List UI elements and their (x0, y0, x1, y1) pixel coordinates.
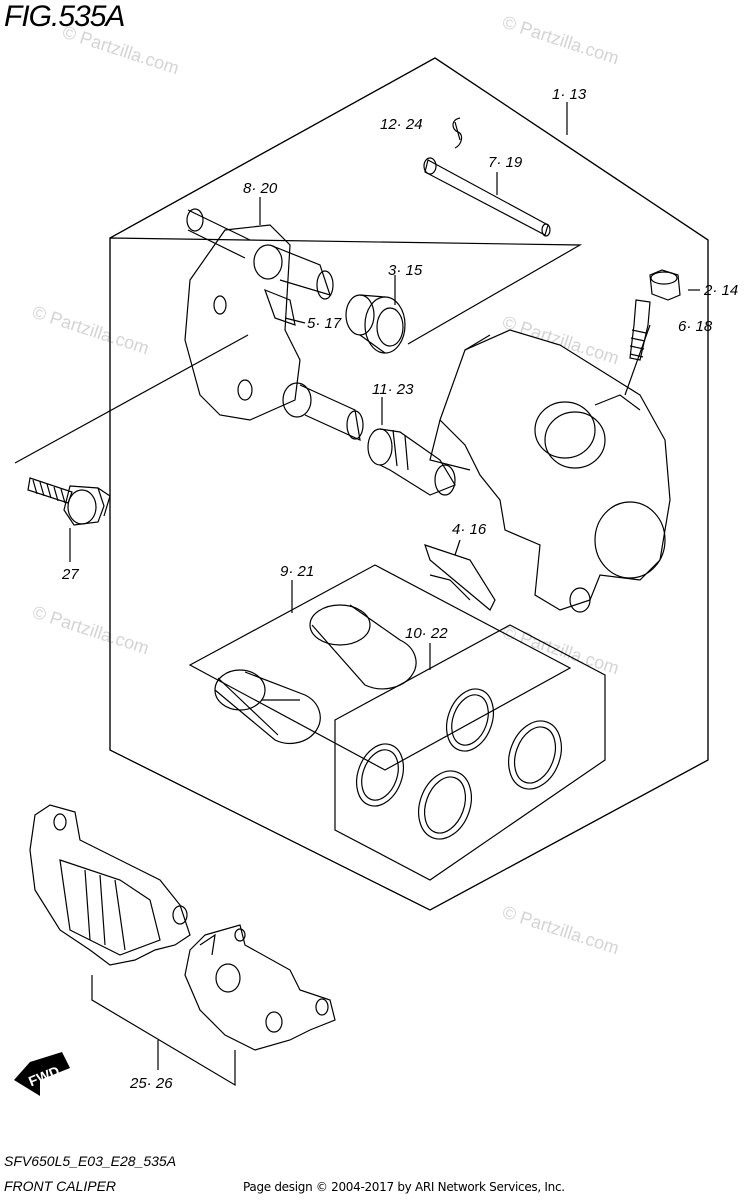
callout-4[interactable]: 4· 16 (452, 521, 487, 538)
piston-kit-outline (188, 564, 572, 771)
callout-8[interactable]: 8· 20 (243, 180, 278, 197)
boot-3 (345, 294, 406, 354)
figure-title: FIG.535A (4, 0, 125, 33)
callout-6[interactable]: 6· 18 (678, 318, 713, 335)
callout-10[interactable]: 10· 22 (405, 625, 448, 642)
seal-kit-outline (334, 624, 606, 881)
callout-1[interactable]: 1· 13 (552, 86, 587, 103)
callout-3[interactable]: 3· 15 (388, 262, 423, 279)
callout-7[interactable]: 7· 19 (488, 154, 523, 171)
callout-27[interactable]: 27 (62, 566, 79, 583)
bleeder-valve-6 (629, 299, 651, 361)
callout-2[interactable]: 2· 14 (704, 282, 739, 299)
callout-12[interactable]: 12· 24 (380, 116, 423, 133)
callout-9[interactable]: 9· 21 (280, 563, 315, 580)
figure-name: FRONT CALIPER (4, 1178, 117, 1194)
brake-pad-outer (184, 924, 336, 1051)
bleeder-cap-2 (649, 269, 681, 301)
caliper-bracket (184, 208, 364, 442)
boot-11 (367, 428, 456, 496)
bolt-27 (27, 477, 111, 526)
clip-12 (452, 117, 463, 149)
pad-spring-4 (424, 544, 496, 611)
fwd-arrow (14, 1052, 70, 1096)
caliper-body (429, 329, 671, 613)
slide-pin-7 (423, 157, 551, 237)
piston-9 (214, 604, 417, 744)
callout-25[interactable]: 25· 26 (130, 1075, 173, 1092)
assembly-outline (109, 57, 709, 911)
callout-11[interactable]: 11· 23 (372, 381, 414, 398)
brake-pad-inner (29, 804, 191, 966)
pad-kit-outline (91, 975, 236, 1087)
bracket-outline (14, 334, 249, 464)
copyright-notice: Page design © 2004-2017 by ARI Network S… (243, 1180, 565, 1194)
callout-5[interactable]: 5· 17 (307, 315, 342, 332)
assembly-outline (109, 57, 709, 911)
figure-code: SFV650L5_E03_E28_535A (4, 1153, 177, 1169)
piston-seal-10 (356, 688, 562, 840)
